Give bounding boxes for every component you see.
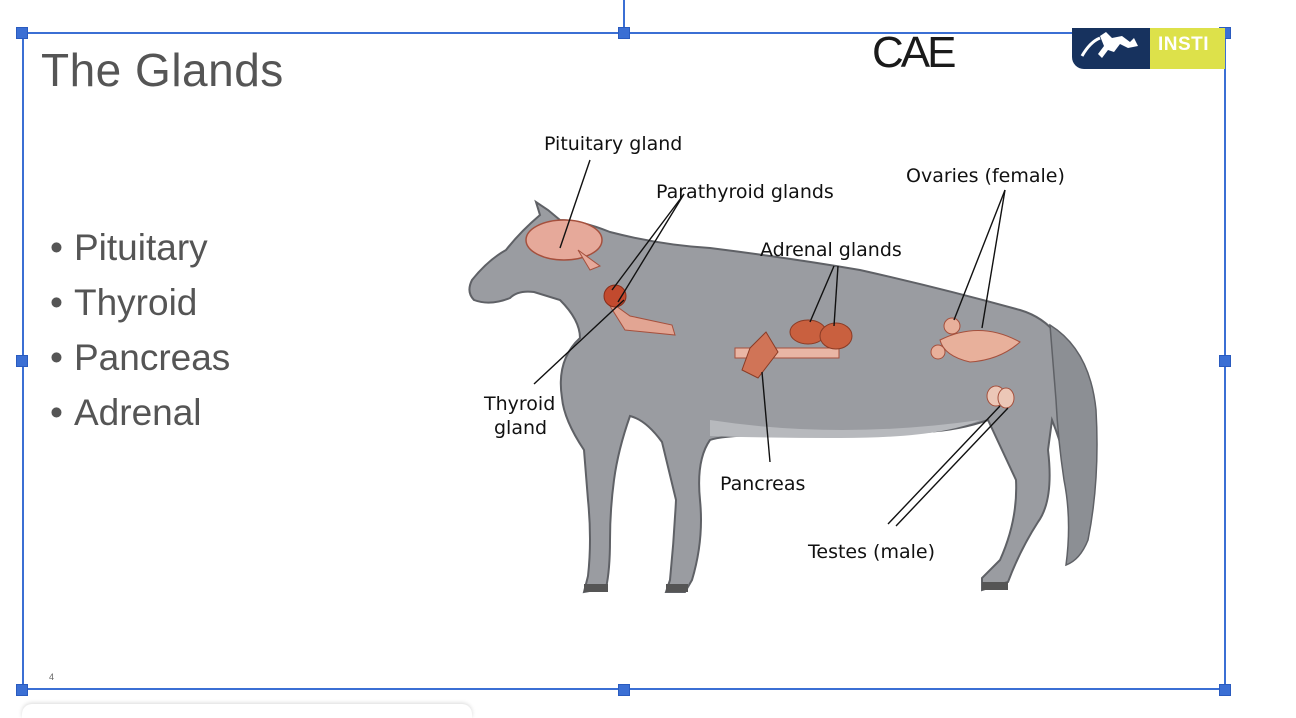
slide-title[interactable]: The Glands — [41, 44, 284, 96]
label-parathyroid-glands: Parathyroid glands — [656, 181, 834, 203]
slide-number: 4 — [49, 672, 55, 682]
adrenal-gland-right-shape — [819, 322, 853, 350]
kidney-vessel-shape — [734, 347, 840, 359]
hoof — [584, 584, 608, 592]
institute-logo-badge — [1072, 28, 1152, 69]
resize-handle-bottom-center[interactable] — [618, 684, 630, 696]
resize-handle-bottom-right[interactable] — [1219, 684, 1231, 696]
resize-handle-bottom-left[interactable] — [16, 684, 28, 696]
ovary-shape — [930, 344, 946, 360]
label-testes: Testes (male) — [807, 541, 935, 563]
bullet-text: Thyroid — [74, 282, 198, 323]
bullet-text: Adrenal — [74, 392, 202, 433]
thyroid-gland-shape — [603, 284, 627, 308]
bullet-item: •Pituitary — [50, 227, 208, 268]
label-thyroid-line2: gland — [494, 417, 547, 439]
institute-logo-text: INSTI — [1150, 28, 1225, 69]
testes-shape — [997, 387, 1015, 409]
uterus-shape — [939, 330, 1021, 363]
leader-lines — [533, 159, 1009, 527]
label-pancreas: Pancreas — [720, 473, 805, 495]
label-adrenal-glands: Adrenal glands — [760, 239, 902, 261]
resize-handle-middle-right[interactable] — [1219, 355, 1231, 367]
pituitary-stalk-shape — [577, 249, 602, 271]
label-thyroid-line1: Thyroid — [483, 393, 555, 415]
hoof — [982, 582, 1008, 590]
horse-tail — [1049, 323, 1098, 567]
horse-endocrine-diagram[interactable]: Pituitary gland Parathyroid glands Ovari… — [460, 120, 1110, 615]
bullet-item: •Pancreas — [50, 337, 231, 378]
bullet-item: •Adrenal — [50, 392, 202, 433]
resize-handle-top-left[interactable] — [16, 27, 28, 39]
pancreas-shape — [741, 331, 779, 379]
speaker-notes-panel-edge[interactable] — [22, 704, 472, 718]
bullet-text: Pancreas — [74, 337, 231, 378]
horse-belly-shade — [710, 420, 980, 438]
trachea-shape — [604, 297, 676, 336]
bullet-text: Pituitary — [74, 227, 208, 268]
resize-handle-middle-left[interactable] — [16, 355, 28, 367]
label-pituitary-gland: Pituitary gland — [544, 133, 682, 155]
rotation-handle-stem — [623, 0, 625, 30]
bullet-item: •Thyroid — [50, 282, 198, 323]
label-ovaries: Ovaries (female) — [906, 165, 1065, 187]
horse-logo-icon — [1080, 32, 1138, 58]
pituitary-gland-shape — [525, 219, 603, 261]
resize-handle-top-center[interactable] — [618, 27, 630, 39]
ovary-shape — [943, 317, 961, 335]
institute-text: INSTI — [1158, 34, 1210, 55]
cae-logo: CAE — [872, 28, 957, 77]
bullet-list[interactable]: •Pituitary •Thyroid •Pancreas •Adrenal — [50, 228, 230, 448]
hoof — [666, 584, 688, 592]
